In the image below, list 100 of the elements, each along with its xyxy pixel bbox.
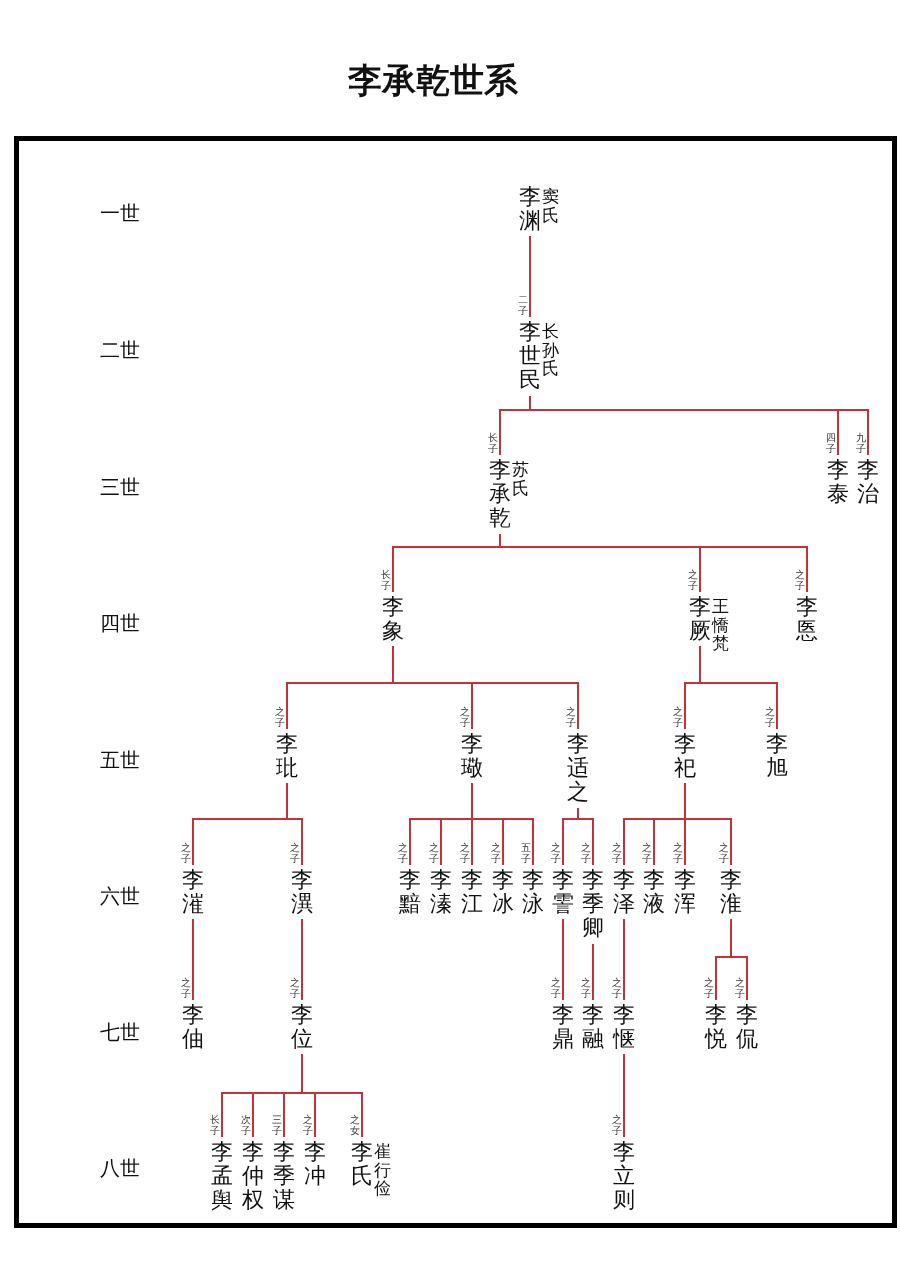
person-name: 李鼎 [552,1003,574,1052]
person-name: 李潩 [291,868,313,917]
edge-label: 之子 [181,842,191,864]
edge-label: 之子 [735,977,745,999]
edge-label: 之子 [551,842,561,864]
edge-label: 之子 [398,842,408,864]
connector-line [471,782,534,866]
person-name: 李治 [857,458,879,507]
person-name: 李侃 [736,1003,758,1052]
person-name: 李溱 [430,868,452,917]
person-name: 李伷 [182,1003,204,1052]
person-name: 李承乾 [489,458,511,531]
connector-line [499,533,808,593]
edge-label: 之子 [612,842,622,864]
spouse-name: 长孙氏 [542,322,559,379]
generation-label: 八世 [100,1157,140,1179]
person-name: 李江 [461,868,483,917]
person-name: 李厥 [689,595,711,644]
connector-line [592,943,594,1001]
edge-label: 之子 [673,706,683,728]
edge-label: 长子 [210,1114,220,1136]
person-name: 李氏 [351,1140,373,1189]
person-name: 李旭 [766,732,788,781]
spouse-name: 王憍梵 [712,597,729,654]
person-name: 李漼 [182,868,204,917]
edge-label: 之子 [290,977,300,999]
person-name: 李孟舆 [211,1140,233,1213]
edge-label: 之子 [303,1114,313,1136]
connector-line [286,782,303,866]
edge-label: 之子 [612,1114,622,1136]
person-name: 李冰 [492,868,514,917]
person-name: 李淮 [720,868,742,917]
edge-label: 之子 [688,569,698,591]
person-name: 李泳 [522,868,544,917]
edge-label: 之子 [581,977,591,999]
connector-line [684,782,732,866]
edge-label: 之子 [551,977,561,999]
edge-label: 之子 [673,842,683,864]
edge-label: 三子 [272,1114,282,1136]
diagram-title: 李承乾世系 [348,62,518,100]
edge-label: 长子 [381,569,391,591]
generation-label: 二世 [100,339,140,361]
connector-line [623,918,625,1001]
generation-label: 四世 [100,612,140,634]
person-name: 李泽 [613,868,635,917]
connector-line [730,918,748,1001]
generation-label: 七世 [100,1021,140,1043]
edge-label: 之子 [765,706,775,728]
edge-label: 之子 [581,842,591,864]
edge-label: 之子 [429,842,439,864]
person-name: 李冲 [304,1140,326,1189]
spouse-name: 崔行俭 [374,1142,391,1199]
edge-label: 四子 [826,432,836,454]
person-name: 李浑 [674,868,696,917]
connector-line [623,1053,625,1138]
edge-label: 九子 [856,432,866,454]
connector-line [192,918,194,1001]
person-name: 李玭 [276,732,298,781]
edge-label: 之女 [350,1114,360,1136]
edge-label: 之子 [566,706,576,728]
edge-label: 次子 [241,1114,251,1136]
generation-label: 六世 [100,885,140,907]
person-name: 李悘 [796,595,818,644]
edge-label: 之子 [181,977,191,999]
edge-label: 长子 [488,432,498,454]
generation-label: 五世 [100,749,140,771]
edge-label: 之子 [795,569,805,591]
edge-label: 之子 [275,706,285,728]
edge-label: 之子 [460,842,470,864]
spouse-name: 窦氏 [542,187,559,225]
edge-label: 之子 [642,842,652,864]
person-name: 李泰 [827,458,849,507]
connector-line [699,645,778,730]
person-name: 李祀 [674,732,696,781]
person-name: 李惬 [613,1003,635,1052]
person-name: 李季卿 [582,868,604,941]
connector-line [562,918,564,1001]
person-name: 李黯 [399,868,421,917]
connector-line [577,807,594,866]
generation-label: 三世 [100,476,140,498]
person-name: 李象 [382,595,404,644]
connector-line [529,235,531,318]
person-name: 李立则 [613,1140,635,1213]
person-name: 李季谋 [273,1140,295,1213]
generation-label: 一世 [100,202,140,224]
person-name: 李世民 [519,320,541,393]
edge-label: 二子 [518,294,528,316]
person-name: 李液 [643,868,665,917]
connector-line [301,1053,363,1138]
person-name: 李渊 [519,185,541,234]
connector-line [301,918,303,1001]
edge-label: 之子 [612,977,622,999]
edge-label: 之子 [460,706,470,728]
person-name: 李位 [291,1003,313,1052]
edge-label: 之子 [491,842,501,864]
edge-label: 五子 [521,842,531,864]
person-name: 李仲权 [242,1140,264,1213]
connector-line [392,645,579,730]
edge-label: 之子 [719,842,729,864]
edge-label: 之子 [704,977,714,999]
